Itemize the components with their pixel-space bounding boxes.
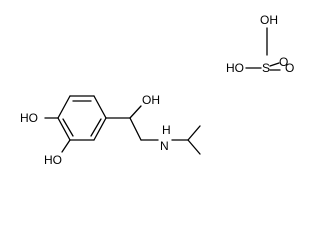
sulfur-label: S [262,61,270,75]
amine-h-label: H [162,123,171,137]
structure-canvas: HO HO OH H N OH HO S O O [20,13,294,167]
structure-diagram: HO HO OH H N OH HO S O O [20,13,294,167]
phenol-top-label: HO [20,111,38,125]
ring-double-bond-right [90,118,102,137]
amine-n-label: N [160,139,169,153]
phenol-bottom-bond [61,139,71,153]
side-chain-hydroxyl-label: OH [142,93,160,107]
ring-bond-2 [93,95,107,119]
ring-bond-5 [57,117,71,141]
phenol-bottom-label: HO [44,153,62,167]
carbinol-to-ch2-bond [129,117,142,141]
ring-bond-3 [93,117,107,141]
sulfate-oxo-upper-bond [269,62,280,67]
carbinol-to-oh-bond [129,105,142,119]
benzene-ring [57,95,107,141]
sulfate-left-ho-label: HO [226,61,244,75]
sulfate-oxo-lower-label: O [285,61,294,75]
ring-bond-6 [57,95,71,119]
sulfate-top-oh-label: OH [260,13,278,27]
sulfate-oxo-upper-label: O [279,55,288,69]
ring-double-bond-left [62,118,74,137]
isopropyl-methyl-top-bond [187,125,201,141]
isopropyl-methyl-bottom-bond [187,139,201,155]
